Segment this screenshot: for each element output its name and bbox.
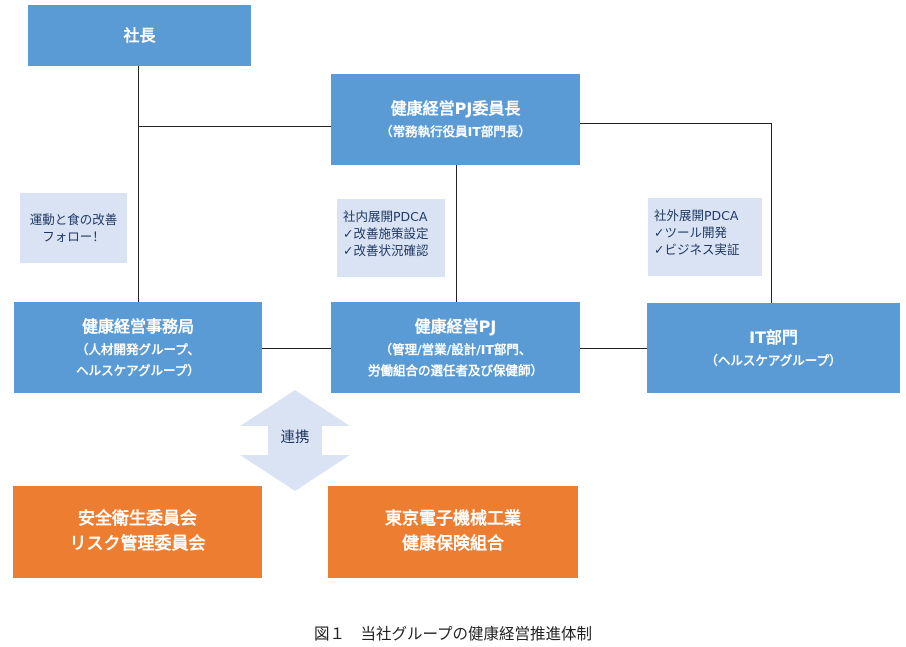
secretariat-sub1: （人材開発グループ、 xyxy=(76,341,200,357)
safety-committee-line1: 安全衛生委員会 xyxy=(78,509,197,529)
cooperation-arrow-shape xyxy=(240,390,350,491)
health-insurance-box: 東京電子機械工業 健康保険組合 xyxy=(328,486,578,578)
secretariat-box: 健康経営事務局 （人材開発グループ、 ヘルスケアグループ） xyxy=(14,302,262,393)
note-external-pdca-line1: 社外展開PDCA xyxy=(654,208,739,223)
it-dept-subtitle: （ヘルスケアグループ） xyxy=(705,352,842,368)
committee-chair-box: 健康経営PJ委員長 （常務執行役員IT部門長） xyxy=(331,74,580,165)
note-internal-pdca-line2: ✓改善施策設定 xyxy=(343,226,429,241)
president-box: 社長 xyxy=(28,5,251,66)
safety-committee-box: 安全衛生委員会 リスク管理委員会 xyxy=(13,486,262,578)
connector-project-to-it xyxy=(580,348,647,349)
note-external-pdca-line3: ✓ビジネス実証 xyxy=(654,242,740,257)
note-internal-pdca: 社内展開PDCA ✓改善施策設定 ✓改善状況確認 xyxy=(337,199,445,277)
note-external-pdca-line2: ✓ツール開発 xyxy=(654,225,727,240)
connector-chair-to-it-vertical xyxy=(771,123,772,303)
project-sub1: （管理/営業/設計/IT部門、 xyxy=(379,341,532,357)
project-title: 健康経営PJ xyxy=(414,316,497,336)
note-exercise-diet-line2: フォロー！ xyxy=(42,229,105,244)
safety-committee-line2: リスク管理委員会 xyxy=(69,534,206,554)
president-title: 社長 xyxy=(123,25,156,45)
connector-chair-to-it-horizontal xyxy=(580,123,772,124)
cooperation-label: 連携 xyxy=(280,430,310,446)
note-exercise-diet: 運動と食の改善 フォロー！ xyxy=(20,193,127,263)
secretariat-sub2: ヘルスケアグループ） xyxy=(76,362,200,378)
note-external-pdca: 社外展開PDCA ✓ツール開発 ✓ビジネス実証 xyxy=(648,198,762,276)
connector-chair-to-project xyxy=(456,165,457,302)
it-dept-title: IT部門 xyxy=(749,327,798,347)
committee-chair-title: 健康経営PJ委員長 xyxy=(390,99,521,118)
secretariat-title: 健康経営事務局 xyxy=(81,316,194,336)
committee-chair-subtitle: （常務執行役員IT部門長） xyxy=(380,124,531,139)
health-insurance-line1: 東京電子機械工業 xyxy=(385,509,521,529)
project-sub2: 労働組合の選任者及び保健師） xyxy=(367,362,543,378)
connector-president-to-chair xyxy=(138,126,331,127)
health-insurance-line2: 健康保険組合 xyxy=(402,534,504,554)
note-exercise-diet-line1: 運動と食の改善 xyxy=(29,212,118,227)
note-internal-pdca-line3: ✓改善状況確認 xyxy=(343,243,429,258)
connector-president-down xyxy=(138,66,139,302)
connector-secretariat-to-project xyxy=(262,348,331,349)
note-internal-pdca-line1: 社内展開PDCA xyxy=(343,209,428,224)
figure-caption: 図１ 当社グループの健康経営推進体制 xyxy=(313,625,593,643)
it-dept-box: IT部門 （ヘルスケアグループ） xyxy=(647,303,900,393)
project-box: 健康経営PJ （管理/営業/設計/IT部門、 労働組合の選任者及び保健師） xyxy=(331,302,580,393)
